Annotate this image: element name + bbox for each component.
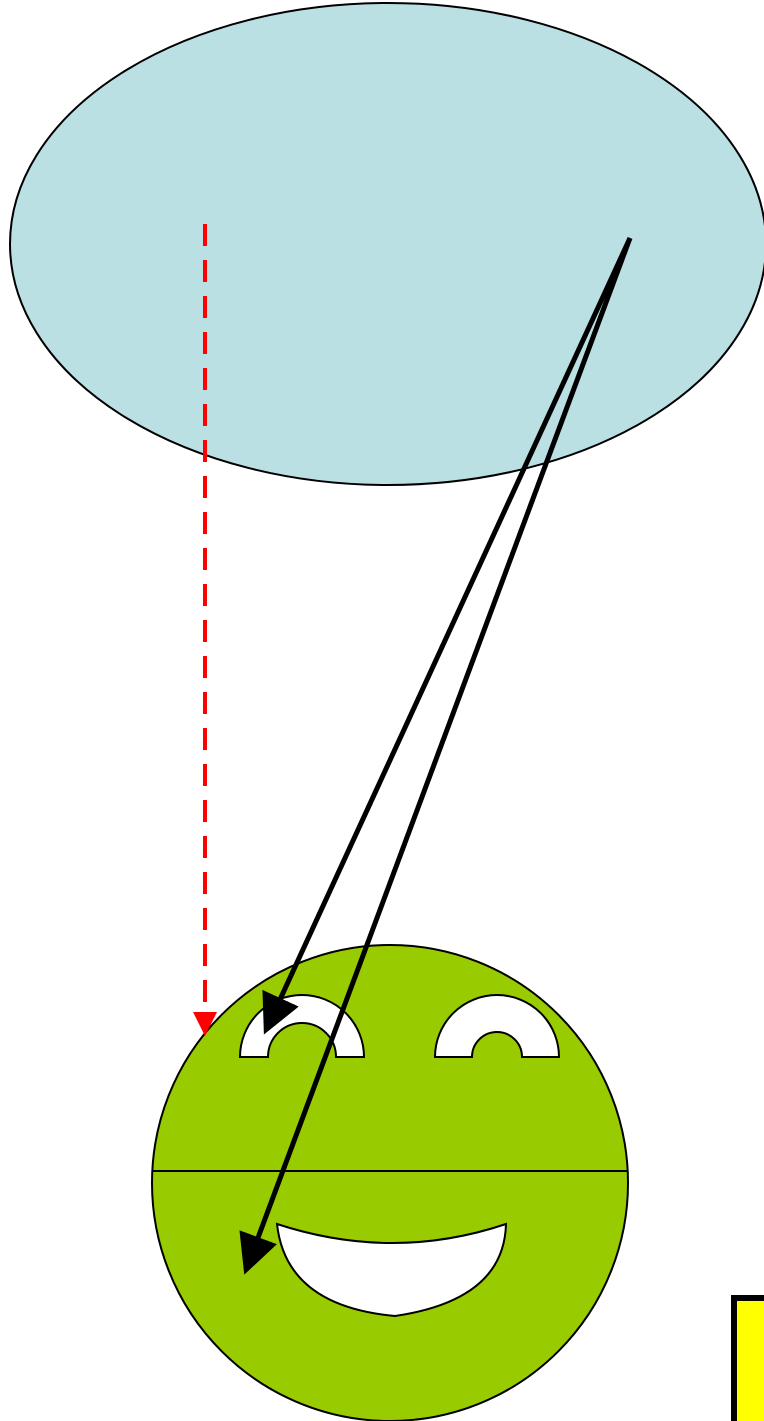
smiley-face: [152, 945, 628, 1421]
blue-ellipse: [10, 3, 764, 485]
yellow-box: [734, 1298, 764, 1421]
face-circle: [152, 945, 628, 1421]
